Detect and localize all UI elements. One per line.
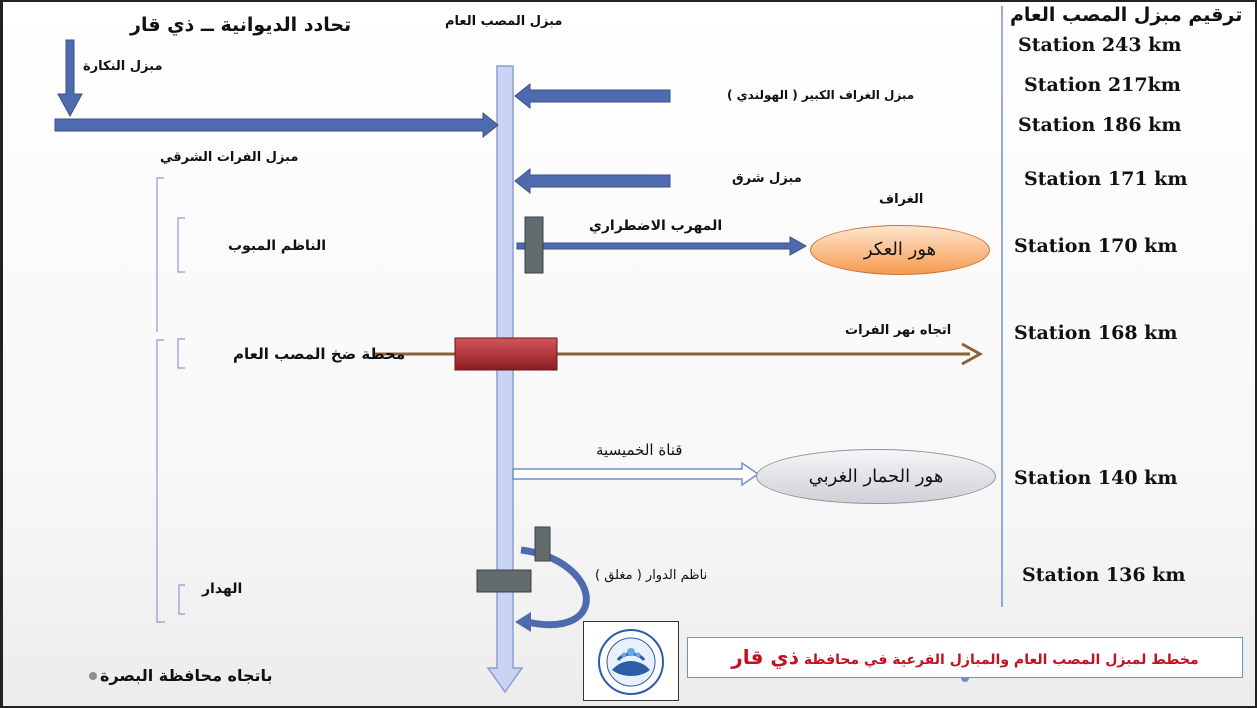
diagram-caption: مخطط لمبزل المصب العام والمبازل الفرعية … [687,637,1243,678]
station-168: Station 168 km [1014,322,1178,344]
hor-akar-oval: هور العكر [810,225,990,275]
khamisiya-canal-label: قناة الخميسية [596,441,683,459]
emergency-outlet-label: المهرب الاضطراري [589,218,723,234]
euphrates-arrowhead [961,342,984,366]
gharraf-kabir-drain-arrow [514,82,671,110]
ministry-logo [583,621,679,701]
bracket-haddar [178,584,185,615]
logo-emblem-icon [598,629,664,695]
furat-sharqi-drain-arrow [54,111,499,139]
gharraf-label: الغراف [879,192,924,207]
haddar-weir-gate [476,569,532,593]
hor-hammar-oval: هور الحمار الغربي [756,449,996,504]
station-140: Station 140 km [1014,467,1178,489]
caption-highlight: ذي قار [731,645,799,669]
station-136: Station 136 km [1022,564,1186,586]
dawwar-bypass-arrowhead [515,612,531,632]
gharraf-kabir-label: مبزل الغراف الكبير ( الهولندي ) [727,88,915,102]
main-drain-channel [486,65,524,694]
center-header-title: مبزل المصب العام [445,14,563,29]
outer-bracket [156,177,165,623]
nakkara-drain-arrow [57,39,83,118]
station-217: Station 217km [1024,74,1181,96]
hor-hammar-label: هور الحمار الغربي [808,466,944,487]
hor-akar-label: هور العكر [863,239,937,260]
furat-sharqi-label: مبزل الفرات الشرقي [160,150,299,165]
nazim-mabbub-label: الناظم المبوب [228,238,327,254]
basra-marker-dot [89,672,97,680]
station-171: Station 171 km [1024,168,1188,190]
euphrates-direction-label: اتجاه نهر الفرات [845,323,952,338]
dawwar-upper-gate [534,526,551,562]
left-header-title: تحادد الديوانية ــ ذي قار [130,14,352,36]
emergency-outlet-arrow [516,236,808,256]
right-header-title: ترقيم مبزل المصب العام [1010,4,1243,26]
pump-station-label: محطة ضخ المصب العام [233,345,406,363]
station-243: Station 243 km [1018,34,1182,56]
nakkara-label: مبزل النكارة [83,59,163,74]
khamisiya-canal-arrow [512,461,760,487]
bracket-pump-station [177,338,185,369]
haddar-label: الهدار [202,581,243,597]
bracket-nazim-mabbub [177,217,185,273]
station-170: Station 170 km [1014,235,1178,257]
sharq-label: مبزل شرق [732,171,802,186]
basra-direction-label: باتجاه محافظة البصرة [100,666,273,685]
sharq-drain-arrow [514,167,671,195]
station-186: Station 186 km [1018,114,1182,136]
caption-prefix: مخطط لمبزل المصب العام والمبازل الفرعية … [803,652,1199,668]
dawwar-regulator-label: ناظم الدوار ( مغلق ) [595,568,708,583]
emergency-outlet-gate [524,216,544,274]
pump-station-block [454,337,558,371]
